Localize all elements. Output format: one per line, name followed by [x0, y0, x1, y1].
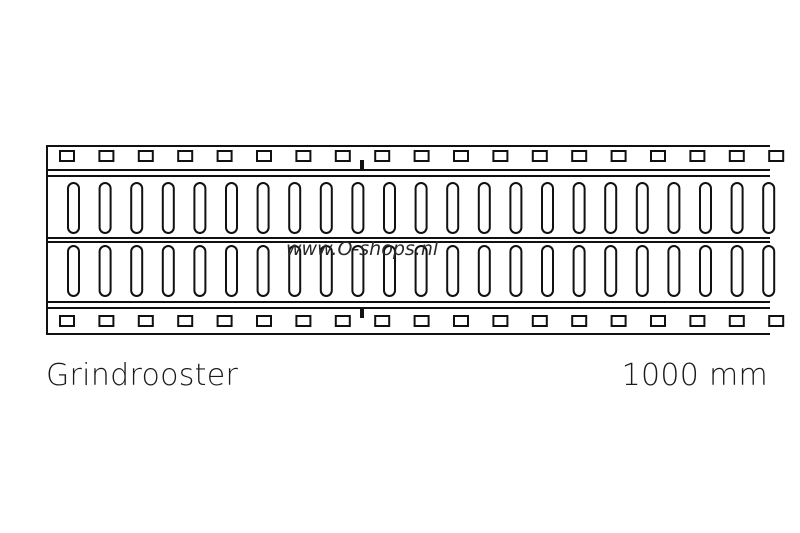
slot-hole — [414, 245, 428, 297]
slot-hole — [699, 182, 712, 234]
slot-hole — [635, 245, 649, 297]
slot-hole — [572, 245, 586, 297]
square-hole — [768, 315, 785, 327]
slot-hole — [98, 245, 112, 297]
square-hole — [98, 150, 115, 162]
square-hole — [137, 150, 154, 162]
slot-hole — [67, 245, 80, 297]
square-hole — [256, 150, 272, 162]
slot-row-upper — [67, 182, 776, 234]
slot-hole — [730, 245, 744, 297]
slot-hole — [161, 182, 175, 234]
slot-hole — [319, 182, 333, 234]
square-hole — [334, 315, 351, 327]
square-hole — [59, 150, 75, 162]
square-hole — [571, 315, 588, 327]
slot-hole — [130, 245, 144, 297]
slot-hole — [288, 182, 302, 234]
square-hole — [728, 150, 745, 162]
slot-hole — [509, 182, 523, 234]
slot-hole — [319, 245, 333, 297]
square-hole — [650, 150, 666, 162]
watermark-text: www.O-shops.nl — [286, 238, 439, 260]
slot-hole — [667, 245, 681, 297]
slot-row-lower — [67, 245, 776, 297]
square-hole — [492, 315, 509, 327]
bottom-join-notch — [360, 308, 364, 318]
slot-hole — [288, 245, 302, 297]
top-square-holes — [59, 150, 785, 162]
square-hole — [374, 315, 391, 327]
square-hole — [59, 315, 75, 327]
square-hole — [177, 315, 194, 327]
bottom-square-holes — [59, 315, 785, 327]
slot-hole — [509, 245, 523, 297]
slot-hole — [130, 182, 144, 234]
square-hole — [768, 150, 785, 162]
slot-hole — [193, 245, 207, 297]
square-hole — [413, 315, 430, 327]
square-hole — [492, 150, 509, 162]
slot-hole — [667, 182, 681, 234]
slot-hole — [446, 182, 460, 234]
square-hole — [650, 315, 666, 327]
square-hole — [216, 150, 233, 162]
slot-hole — [98, 182, 112, 234]
square-hole — [610, 315, 627, 327]
slot-hole — [730, 182, 744, 234]
slot-hole — [193, 182, 207, 234]
square-hole — [295, 315, 312, 327]
slot-hole — [477, 245, 491, 297]
slot-hole — [762, 182, 776, 234]
square-hole — [334, 150, 351, 162]
top-join-notch — [360, 160, 364, 170]
square-hole — [689, 315, 706, 327]
slot-hole — [383, 182, 396, 234]
square-hole — [689, 150, 706, 162]
square-hole — [374, 150, 391, 162]
square-hole — [413, 150, 430, 162]
slot-hole — [225, 245, 238, 297]
square-hole — [453, 315, 469, 327]
slot-hole — [635, 182, 649, 234]
slot-hole — [762, 245, 776, 297]
slot-hole — [477, 182, 491, 234]
square-hole — [571, 150, 588, 162]
slot-hole — [256, 182, 270, 234]
slot-hole — [351, 182, 365, 234]
slot-hole — [225, 182, 238, 234]
square-hole — [531, 150, 548, 162]
slot-hole — [414, 182, 428, 234]
product-length-label: 1000 mm — [621, 358, 768, 393]
slot-hole — [604, 245, 618, 297]
slot-hole — [351, 245, 365, 297]
square-hole — [256, 315, 272, 327]
slot-hole — [572, 182, 586, 234]
square-hole — [453, 150, 469, 162]
square-hole — [137, 315, 154, 327]
slot-hole — [446, 245, 460, 297]
product-name-label: Grindrooster — [46, 358, 239, 393]
square-hole — [177, 150, 194, 162]
slot-hole — [604, 182, 618, 234]
square-hole — [98, 315, 115, 327]
slot-hole — [67, 182, 80, 234]
square-hole — [295, 150, 312, 162]
grate-frame-top — [46, 145, 770, 335]
slot-hole — [161, 245, 175, 297]
square-hole — [610, 150, 627, 162]
slot-hole — [256, 245, 270, 297]
slot-hole — [541, 245, 554, 297]
slot-hole — [383, 245, 396, 297]
square-hole — [216, 315, 233, 327]
slot-hole — [541, 182, 554, 234]
grate-outline — [46, 145, 770, 335]
slot-hole — [699, 245, 712, 297]
square-hole — [531, 315, 548, 327]
square-hole — [728, 315, 745, 327]
